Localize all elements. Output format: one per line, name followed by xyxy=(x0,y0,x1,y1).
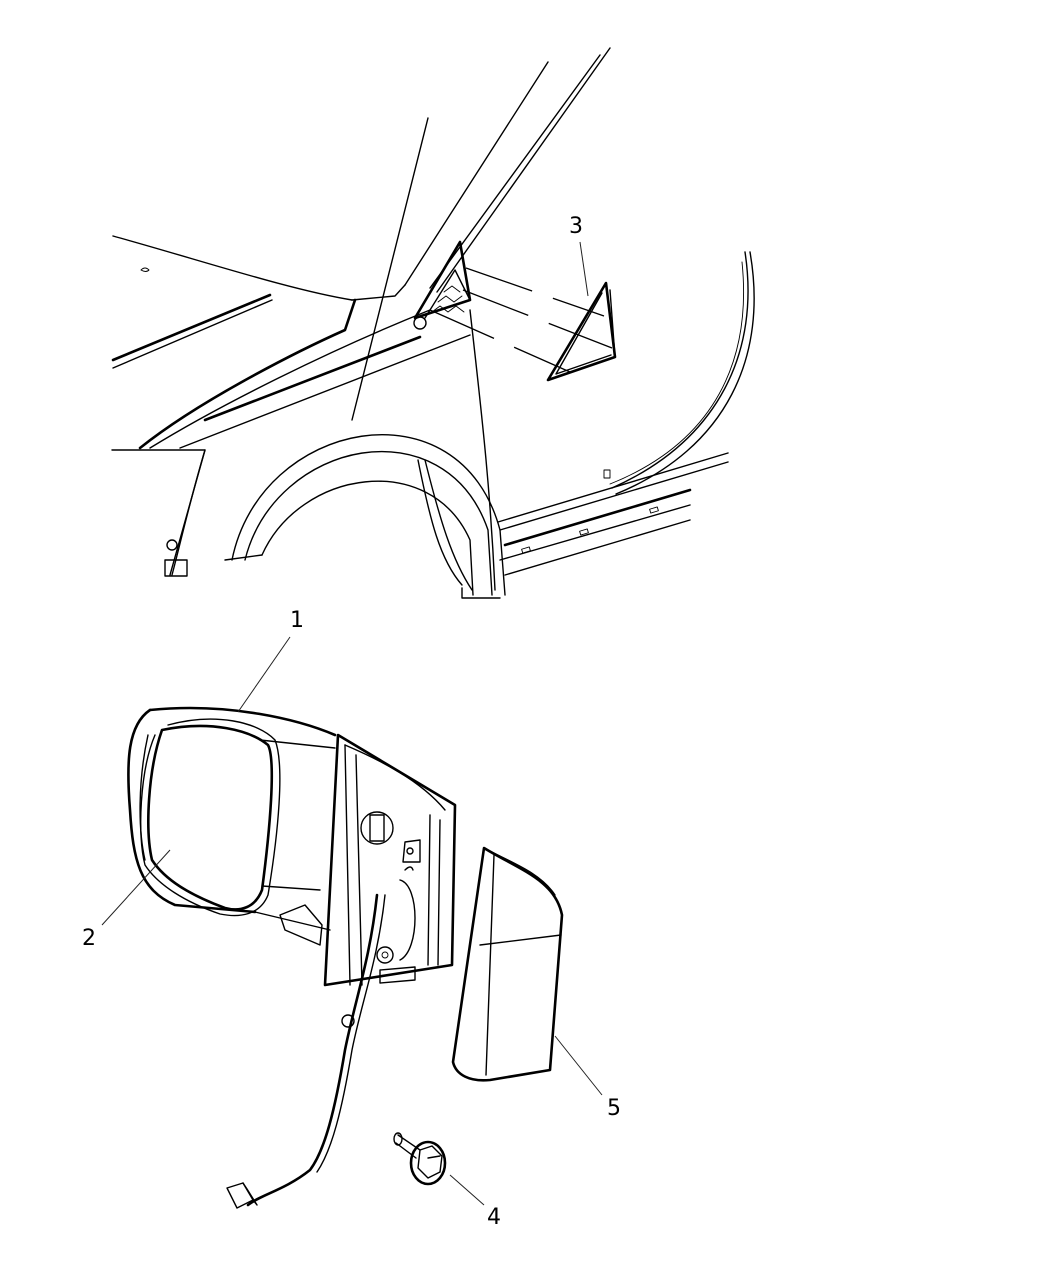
mirror-wire-harness xyxy=(226,893,386,1209)
part-5-mirror-cover[interactable] xyxy=(450,845,566,1085)
assembly-guide-lines xyxy=(429,267,613,373)
part-4-mounting-bolt[interactable] xyxy=(390,1128,450,1188)
part-2-mirror-glass[interactable] xyxy=(139,718,281,918)
vehicle-front-fender-illustration xyxy=(111,47,755,599)
leader-lines xyxy=(101,241,603,1206)
callout-3[interactable]: 3 xyxy=(569,214,583,239)
part-1-mirror-assembly[interactable] xyxy=(126,700,460,990)
part-3-sail-applique[interactable] xyxy=(540,275,625,388)
callout-2[interactable]: 2 xyxy=(82,926,96,951)
callout-5[interactable]: 5 xyxy=(607,1096,621,1121)
callout-1[interactable]: 1 xyxy=(290,608,304,633)
callout-4[interactable]: 4 xyxy=(487,1205,501,1230)
